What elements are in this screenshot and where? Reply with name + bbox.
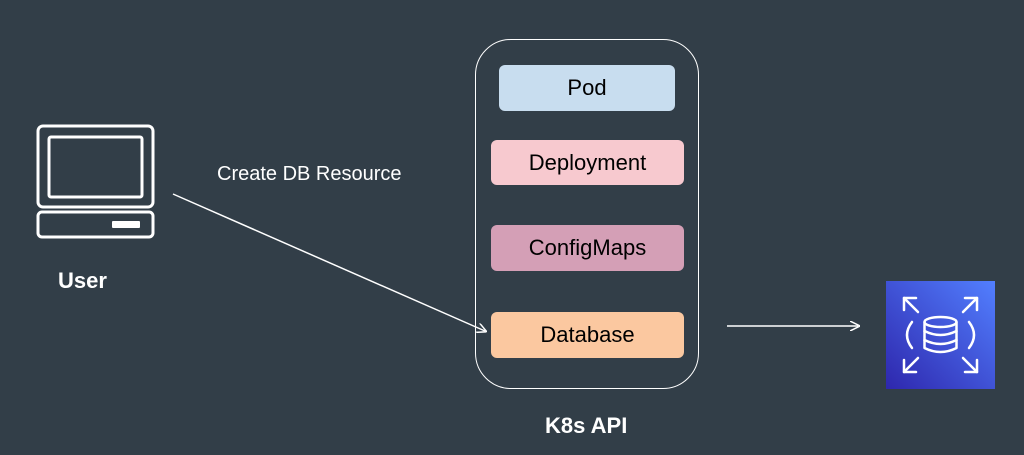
- resource-deployment: Deployment: [491, 140, 684, 185]
- create-db-label: Create DB Resource: [217, 163, 402, 185]
- create-db-edge: [172, 193, 485, 331]
- computer-icon: [36, 124, 155, 239]
- k8s-api-label: K8s API: [545, 413, 628, 438]
- k8s-api-container: [475, 39, 699, 389]
- resource-configmaps: ConfigMaps: [491, 225, 684, 271]
- resource-pod: Pod: [499, 65, 675, 111]
- user-label: User: [58, 268, 107, 293]
- resource-database: Database: [491, 312, 684, 358]
- rds-database-icon: [886, 281, 995, 389]
